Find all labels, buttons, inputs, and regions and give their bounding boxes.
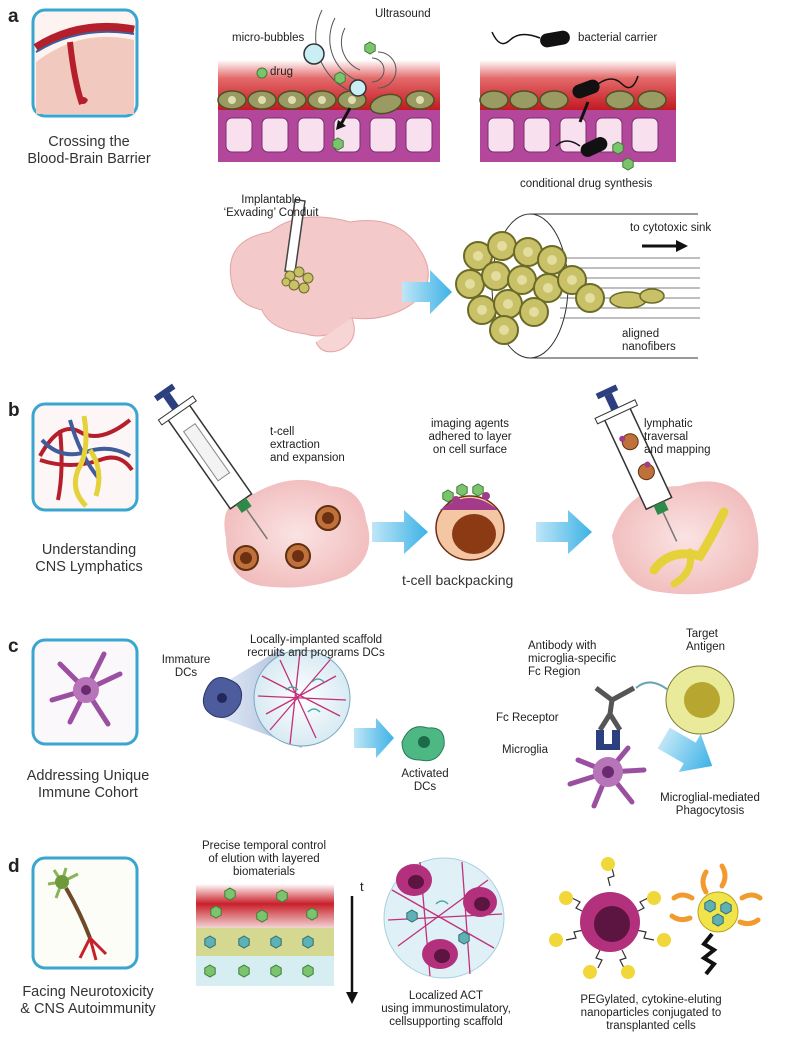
blue-arrow (372, 510, 428, 554)
syringe-extraction-diagram (153, 383, 370, 588)
nanofibers-label-line1: aligned (622, 328, 660, 340)
antibody-label-line3: Fc Region (528, 666, 581, 678)
antibody-label-line1: Antibody with (528, 640, 597, 652)
panel-d-caption-line1: Facing Neurotoxicity (22, 984, 154, 1000)
panel-b-caption-line1: Understanding (41, 542, 137, 558)
conduit-label: Implantable ‘Exvading’ Conduit (206, 194, 336, 220)
panel-d-caption: Facing Neurotoxicity & CNS Autoimmunity (18, 984, 158, 1018)
peg-label-line2: nanoparticles conjugated to (580, 1007, 722, 1019)
antibody-label: Antibody with microglia-specific Fc Regi… (528, 640, 616, 679)
target-antigen-label-line2: Antigen (686, 641, 726, 653)
scaffold-label: Locally-implanted scaffold recruits and … (236, 634, 396, 660)
activated-dcs-label-line1: Activated (401, 768, 449, 780)
lymphatics-icon (31, 402, 139, 512)
microglia-icon (31, 638, 139, 746)
immature-dcs-label: Immature DCs (156, 654, 216, 680)
act-label-line1: Localized ACT (408, 990, 484, 1002)
panel-a-caption-line1: Crossing the (48, 134, 130, 150)
conduit-label-line1: Implantable (241, 194, 301, 206)
panel-a-caption: Crossing the Blood-Brain Barrier (24, 134, 154, 168)
lymphatic-mapping-diagram (594, 384, 759, 595)
panel-d-caption-line2: & CNS Autoimmunity (20, 1001, 156, 1017)
peg-label: PEGylated, cytokine-eluting nanoparticle… (566, 994, 736, 1033)
precise-label-line2: of elution with layered (208, 853, 320, 865)
precise-label-line1: Precise temporal control (202, 840, 326, 852)
backpacking-cell (435, 483, 505, 561)
antibody-microglia-diagram (567, 665, 735, 809)
phagocytosis-label: Microglial-mediated Phagocytosis (640, 792, 780, 818)
conduit-label-line2: ‘Exvading’ Conduit (223, 207, 319, 219)
scaffold-label-line1: Locally-implanted scaffold (249, 634, 383, 646)
panel-b-caption-line2: CNS Lymphatics (35, 559, 143, 575)
panel-c-caption-line1: Addressing Unique (26, 768, 150, 784)
activated-dcs-label-line2: DCs (413, 781, 437, 793)
nanofibers-label-line2: nanofibers (622, 341, 676, 353)
lymphatic-label-line1: lymphatic (644, 418, 693, 430)
act-label-line2: using immunostimulatory, (381, 1003, 511, 1015)
target-antigen-label-line1: Target (686, 628, 718, 640)
act-label: Localized ACT using immunostimulatory, c… (376, 990, 516, 1029)
panel-a-caption-line2: Blood-Brain Barrier (27, 151, 151, 167)
bacterial-carrier-label: bacterial carrier (578, 32, 658, 44)
microglia-label: Microglia (502, 744, 549, 756)
precise-label: Precise temporal control of elution with… (184, 840, 344, 879)
lymphatic-label-line3: and mapping (644, 444, 711, 456)
peg-label-line1: PEGylated, cytokine-eluting (580, 994, 722, 1006)
antibody-label-line2: microglia-specific (528, 653, 617, 665)
extraction-label: t-cell extraction and expansion (270, 426, 345, 465)
imaging-label: imaging agents adhered to layer on cell … (410, 418, 530, 457)
imaging-label-line1: imaging agents (431, 418, 509, 430)
panel-letter-d: d (8, 856, 20, 877)
extraction-label-line1: t-cell (270, 426, 295, 438)
conditional-synthesis-label: conditional drug synthesis (520, 178, 653, 190)
panel-letter-b: b (8, 400, 20, 421)
panel-c-caption: Addressing Unique Immune Cohort (20, 768, 156, 802)
ultrasound-label: Ultrasound (375, 8, 431, 20)
scaffold-label-line2: recruits and programs DCs (247, 647, 385, 659)
panel-letter-c: c (8, 636, 19, 657)
precise-label-line3: biomaterials (233, 866, 295, 878)
panel-c-caption-line2: Immune Cohort (38, 785, 138, 801)
drug-label: drug (270, 66, 294, 78)
blue-arrow-2 (536, 510, 592, 554)
lymphatic-label: lymphatic traversal and mapping (644, 418, 711, 457)
cytotoxic-sink-label: to cytotoxic sink (630, 222, 712, 234)
layered-biomaterials-diagram (196, 884, 358, 1004)
imaging-label-line3: on cell surface (432, 444, 508, 456)
phagocytosis-label-line2: Phagocytosis (675, 805, 745, 817)
extraction-label-line3: and expansion (270, 452, 345, 464)
imaging-label-line2: adhered to layer (428, 431, 512, 443)
lymphatic-label-line2: traversal (644, 431, 689, 443)
brain-conduit-diagram (229, 198, 700, 359)
act-scaffold-diagram (383, 857, 505, 979)
peg-nanoparticle-diagram (549, 857, 763, 979)
target-antigen-label: Target Antigen (686, 628, 725, 654)
extraction-label-line2: extraction (270, 439, 320, 451)
immature-dcs-label-line1: Immature (161, 654, 211, 666)
bbb-icon (31, 8, 139, 118)
panel-letter-a: a (8, 6, 19, 27)
microbubbles-label: micro-bubbles (232, 32, 305, 44)
fc-receptor-label: Fc Receptor (496, 712, 559, 724)
peg-label-line3: transplanted cells (606, 1020, 696, 1032)
nanofibers-label: aligned nanofibers (622, 328, 676, 354)
time-label: t (360, 879, 364, 894)
panel-b-caption: Understanding CNS Lymphatics (24, 542, 154, 576)
ultrasound-bbb-diagram (217, 9, 440, 162)
bacterial-bbb-diagram (479, 30, 676, 171)
act-label-line3: cellsupporting scaffold (389, 1016, 503, 1028)
phagocytosis-label-line1: Microglial-mediated (660, 792, 760, 804)
activated-dcs-label: Activated DCs (390, 768, 460, 794)
neuron-icon (31, 856, 139, 970)
immature-dcs-label-line2: DCs (174, 667, 198, 679)
backpacking-label: t-cell backpacking (402, 572, 514, 588)
scaffold-dc-diagram (202, 648, 445, 762)
